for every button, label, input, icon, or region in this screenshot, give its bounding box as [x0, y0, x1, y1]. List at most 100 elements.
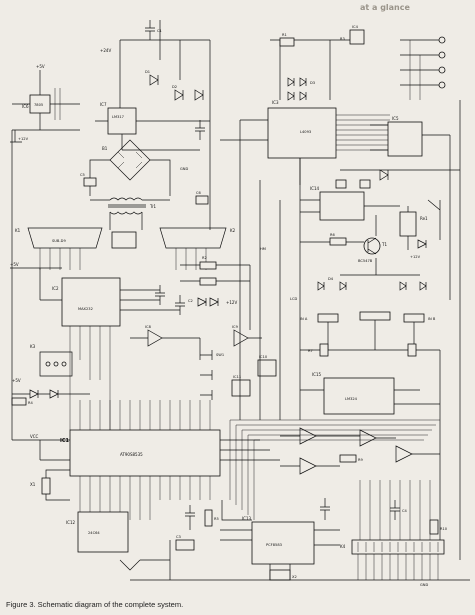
subd-connector-k2: [159, 227, 227, 249]
rs232-section: K1 SUB-D9 K2 IC2 MAX232 +5V C2: [10, 227, 236, 400]
r6-label: R6: [330, 233, 335, 237]
ic6-label: IC6: [22, 104, 29, 109]
r2-resistor: [199, 261, 217, 270]
subd-label: SUB-D9: [52, 239, 66, 243]
ic7-part: LM317: [112, 115, 124, 119]
header-center: [359, 311, 391, 321]
k1-label: K1: [15, 228, 21, 233]
ic12-eeprom: [77, 511, 129, 553]
output-terminal-3: [438, 66, 446, 74]
re1-label: Re1: [420, 216, 428, 221]
ic2-part: MAX232: [78, 307, 93, 311]
ic10-label: IC10: [259, 355, 268, 359]
opamp-1: [299, 427, 317, 445]
ic15-label: IC15: [312, 372, 322, 377]
ic4-small: [349, 29, 365, 45]
k4-label: K4: [340, 544, 346, 549]
r2-label: R2: [202, 256, 207, 260]
r7-resistor: [319, 343, 329, 357]
output-terminal-2: [438, 51, 446, 59]
ic15-lm324: [323, 377, 395, 415]
x2-label: X2: [292, 575, 297, 579]
ic-coupler: [111, 231, 137, 249]
lcd-label: LCD: [290, 297, 298, 301]
ic14-timer: [319, 191, 365, 221]
ic8-label: IC8: [145, 325, 152, 329]
ic4-label: IC4: [352, 25, 359, 29]
r6-resistor: [329, 237, 347, 246]
input-conditioning-section: R2 +12V IC8 IC9 K3 +5V R4 SW1 IC10 IC11: [11, 256, 277, 406]
ic13-label: IC13: [242, 516, 252, 521]
ic11-gate: [231, 379, 251, 397]
crystal-x1: [41, 477, 51, 495]
inb-label: IN B: [428, 317, 436, 321]
r9-label: R9: [358, 458, 363, 462]
c5-capacitor: [83, 177, 97, 187]
relay-section: IC14 BC547B T1 R6 Re1 +12V D4: [300, 186, 441, 291]
ic2-max232: [61, 277, 121, 327]
r10-resistor: [429, 519, 439, 535]
ic10-gate: [257, 359, 277, 377]
gate-2: [359, 179, 371, 189]
rail-label-in: +12V: [226, 300, 237, 305]
gnd-label: GND: [420, 583, 428, 587]
comparator-2: [233, 329, 249, 347]
output-connector-section: K4 GND R10 C4: [229, 419, 448, 587]
microcontroller-section: IC1 AT90S8535 VCC X1 IC12 24C64 R5 C3: [30, 400, 280, 580]
rail-label-ps2: +12V: [18, 137, 29, 141]
output-terminal-4: [438, 81, 446, 89]
relay-re1: [399, 211, 417, 237]
transformer-tr1: Tr1: [90, 197, 170, 230]
rtc-section: IC13 PCF8583 X2: [220, 498, 340, 581]
ic13-pcf8583: [251, 521, 315, 565]
t1-part: BC547B: [358, 259, 373, 263]
ic2-label: IC2: [52, 286, 59, 291]
k2-label: K2: [230, 228, 236, 233]
ic3-part: L4093: [300, 130, 311, 134]
input-connector-k3: [39, 351, 73, 377]
subd-connector-k1: [27, 227, 103, 249]
r5-label: R5: [214, 517, 219, 521]
interconnect-wires: C5 C6 HM LCD R3 GND: [11, 37, 470, 581]
c2-label: C2: [188, 299, 193, 303]
ic1-label: IC1: [60, 438, 70, 444]
r9-resistor: [339, 454, 357, 463]
r4-resistor: [11, 397, 27, 406]
x1-label: X1: [30, 482, 36, 487]
d2-label: D2: [172, 85, 177, 89]
relay-rail-label: +12V: [410, 255, 421, 259]
vcc-label: VCC: [30, 434, 39, 439]
opamp-2: [359, 429, 377, 447]
ic-hm-label: HM: [260, 247, 266, 251]
ic5-label: IC5: [392, 116, 399, 121]
tr1-label: Tr1: [149, 204, 157, 209]
ic1-part: AT90S8535: [120, 452, 143, 457]
rail-label-ps1: +5V: [36, 64, 45, 69]
r1-resistor: [279, 37, 295, 47]
input-header-section: IN A IN B R7 IC15 LM324 R9: [280, 311, 441, 540]
d4-label: D4: [328, 277, 334, 281]
r7-label: R7: [308, 349, 313, 353]
ic3-label: IC3: [272, 100, 279, 105]
c3-label: C3: [176, 535, 181, 539]
rectifier-rail-label: GND: [180, 167, 188, 171]
ic3-controller: [267, 107, 337, 159]
header-ina: [317, 313, 339, 323]
d1-label: D1: [145, 70, 150, 74]
ina-label: IN A: [300, 317, 308, 321]
rail-label-rs: +5V: [10, 262, 19, 267]
b1-label: B1: [102, 146, 108, 151]
r5-resistor: [204, 509, 213, 527]
ic7-lm317: [107, 107, 137, 135]
r4-label: R4: [28, 401, 33, 405]
ic14-label: IC14: [310, 186, 320, 191]
sw1-label: SW1: [216, 353, 224, 357]
r10-label: R10: [440, 527, 448, 531]
rail-label-ps3: +24V: [100, 48, 111, 53]
ic12-label: IC12: [66, 520, 76, 525]
ic9-label: IC9: [232, 325, 239, 329]
r3-resistor: [199, 277, 217, 286]
comparator-1: [147, 329, 163, 347]
c6-label: C6: [196, 191, 202, 195]
ic11-label: IC11: [233, 375, 241, 379]
